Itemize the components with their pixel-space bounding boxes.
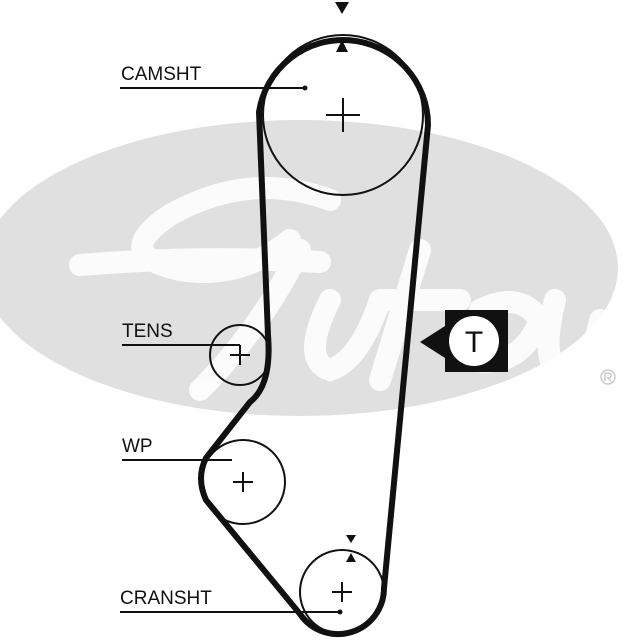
- crank-pulley-mark-icon: [346, 553, 356, 562]
- cam-pulley-mark-icon: [336, 40, 348, 52]
- tensioner-badge-letter: T: [465, 326, 483, 359]
- registered-mark-icon: [600, 369, 616, 385]
- timing-belt: [198, 37, 431, 638]
- label-camshaft: CAMSHT: [121, 64, 202, 85]
- tensioner-badge: T: [420, 310, 508, 372]
- cam-timing-mark-icon: [335, 2, 349, 14]
- label-water-pump: WP: [122, 436, 153, 457]
- label-crankshaft: CRANSHT: [120, 588, 212, 609]
- label-tensioner: TENS: [122, 321, 173, 342]
- gates-logo-watermark: [0, 120, 618, 416]
- leader-lines: [120, 87, 340, 613]
- crank-timing-mark-icon: [346, 535, 356, 543]
- camshaft-pulley: [262, 34, 424, 196]
